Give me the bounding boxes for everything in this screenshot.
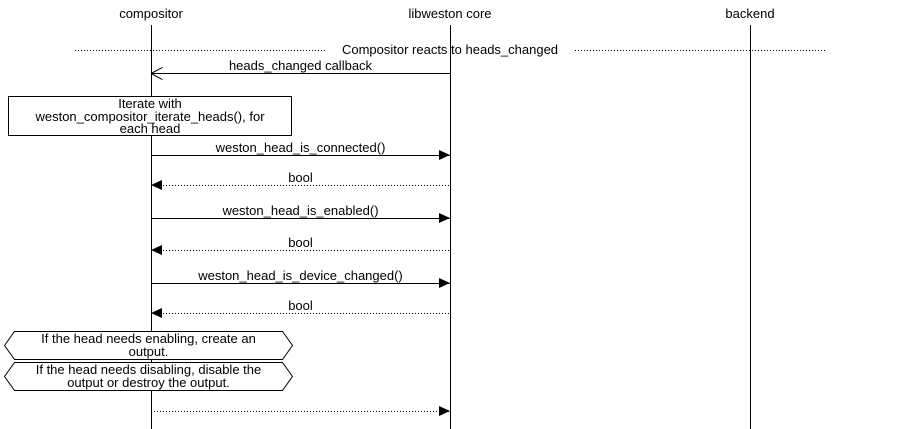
lifeline-compositor [151,25,152,429]
open-arrowhead-left-icon [150,66,165,81]
note-line: each head [119,121,181,136]
message-line [151,73,450,74]
filled-arrowhead-left-icon [151,245,162,255]
hexagon-shape [4,331,293,360]
divider-line-left [75,50,325,51]
condition-note: If the head needs enabling, create an ou… [4,331,293,360]
return-line [151,313,450,314]
participant-label-libweston-core: libweston core [408,6,492,21]
filled-arrowhead-right-icon [439,150,450,160]
condition-note: If the head needs disabling, disable the… [4,362,293,391]
message-line [151,155,450,156]
lifeline-backend [750,25,751,429]
filled-arrowhead-right-icon [439,213,450,223]
message-label: bool [288,235,313,250]
filled-arrowhead-right-icon [439,278,450,288]
message-label: bool [288,298,313,313]
message-label: heads_changed callback [228,58,373,73]
lifeline-libweston-core [450,25,451,429]
note-line: weston_compositor_iterate_heads(), for [35,108,265,124]
message-label: bool [288,170,313,185]
participant-label-compositor: compositor [119,6,183,21]
note-box: Iterate with weston_compositor_iterate_h… [8,96,292,136]
message-line [151,283,450,284]
message-label: weston_head_is_enabled() [222,203,379,218]
note-line: Iterate with [118,96,182,111]
participant-label-backend: backend [725,6,775,21]
message-line [151,218,450,219]
condition-line: output. [128,344,169,359]
condition-line: output or destroy the output. [67,375,230,390]
return-line [151,185,450,186]
condition-line: If the head needs disabling, disable the [35,362,262,377]
divider-title: Compositor reacts to heads_changed [341,42,559,57]
filled-arrowhead-left-icon [151,308,162,318]
return-line [151,411,450,412]
message-label: weston_head_is_connected() [215,140,386,155]
divider-line-right [575,50,825,51]
condition-line: If the head needs enabling, create an [41,331,256,346]
message-label: weston_head_is_device_changed() [198,268,403,283]
filled-arrowhead-left-icon [151,180,162,190]
return-line [151,250,450,251]
filled-arrowhead-right-icon [439,406,450,416]
hexagon-shape [4,362,293,391]
